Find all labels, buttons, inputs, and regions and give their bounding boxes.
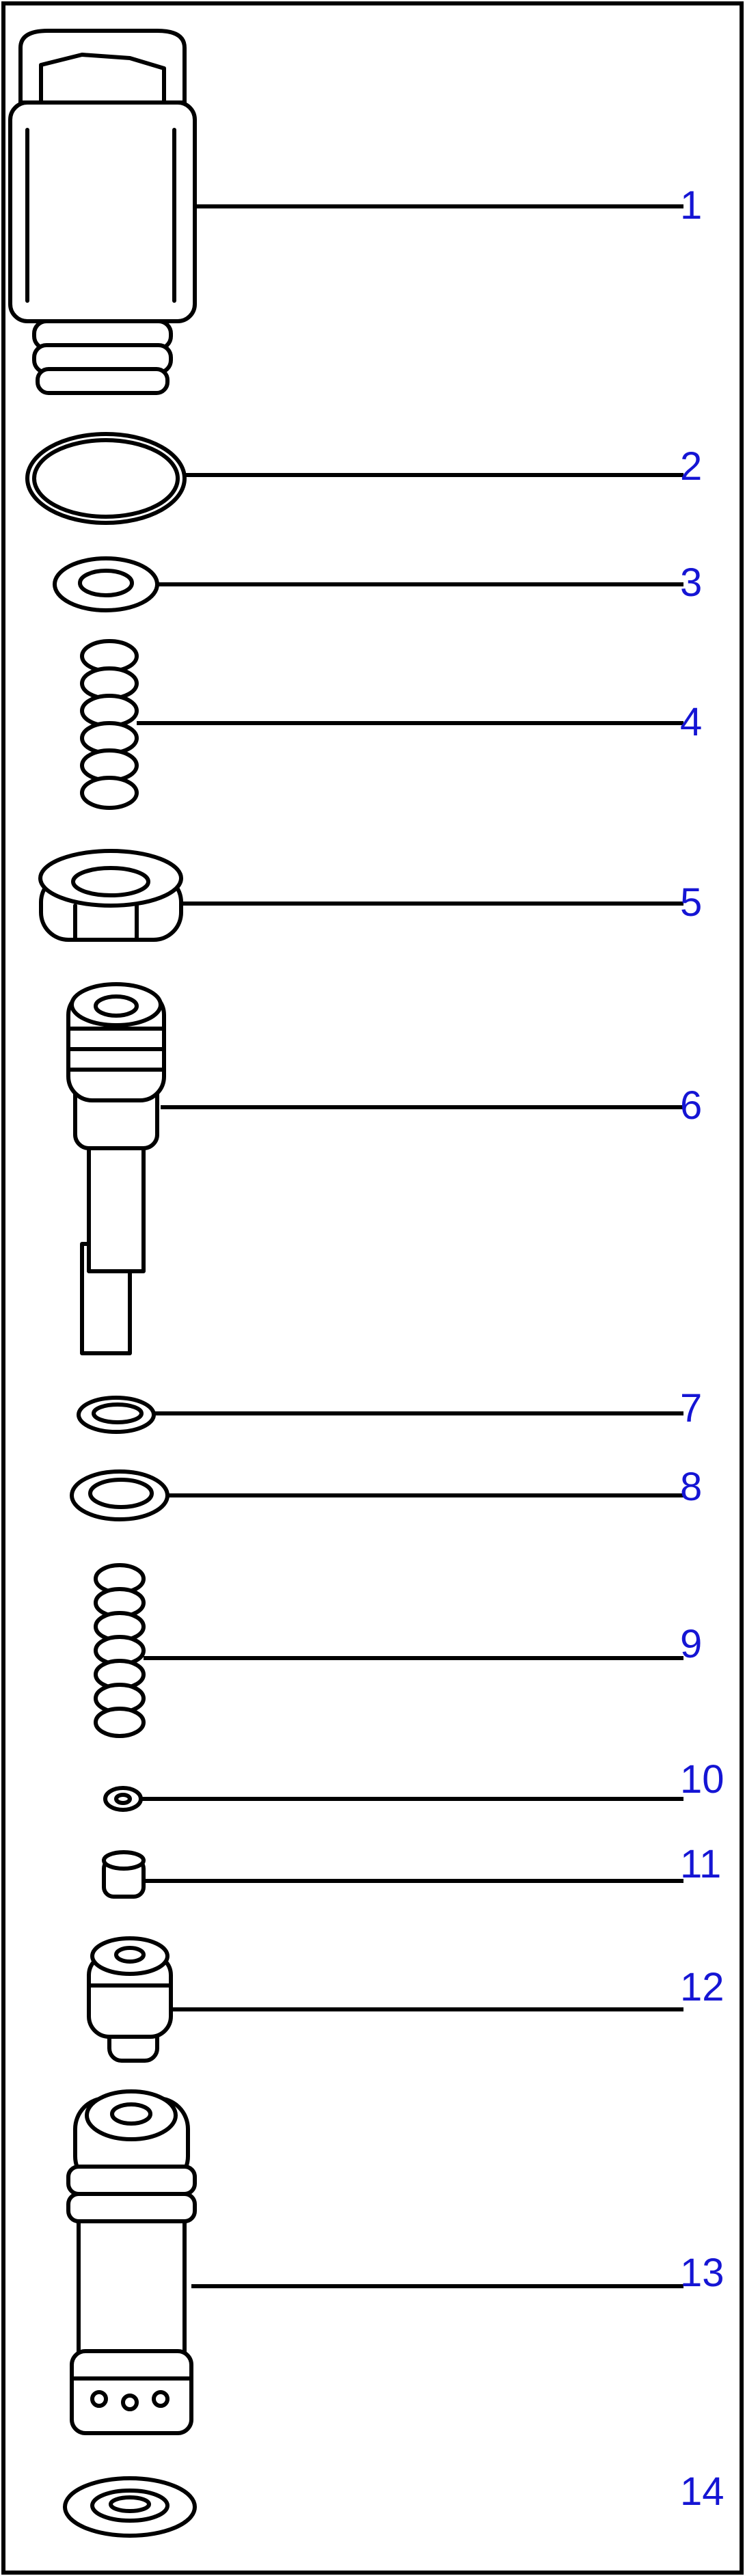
callout-12: 12 xyxy=(680,1965,724,2009)
callout-10: 10 xyxy=(680,1757,724,1802)
callout-7: 7 xyxy=(680,1386,702,1431)
part-7-ring xyxy=(77,1396,156,1434)
part-11-seat xyxy=(102,1850,146,1899)
part-2-o-ring xyxy=(25,432,187,525)
part-14-seal xyxy=(63,2476,197,2538)
callout-13: 13 xyxy=(680,2251,724,2295)
part-8-ring xyxy=(70,1469,170,1521)
callout-3: 3 xyxy=(680,560,702,605)
callout-8: 8 xyxy=(680,1465,702,1509)
part-13-sleeve xyxy=(66,2089,197,2435)
part-12-retainer xyxy=(87,1936,173,2063)
part-5-collar xyxy=(38,849,183,942)
callout-6: 6 xyxy=(680,1083,702,1128)
part-3-washer xyxy=(53,556,159,612)
part-6-spool xyxy=(66,982,166,1355)
callout-14: 14 xyxy=(680,2469,724,2514)
callout-11: 11 xyxy=(680,1842,721,1886)
callout-4: 4 xyxy=(680,700,702,744)
callout-9: 9 xyxy=(680,1622,702,1666)
part-1-cap xyxy=(8,29,197,395)
part-9-spring xyxy=(94,1563,146,1738)
callout-2: 2 xyxy=(680,444,702,489)
part-10-ball xyxy=(103,1786,143,1812)
callout-1: 1 xyxy=(680,183,702,228)
part-4-spring xyxy=(80,639,139,810)
callout-5: 5 xyxy=(680,880,702,925)
